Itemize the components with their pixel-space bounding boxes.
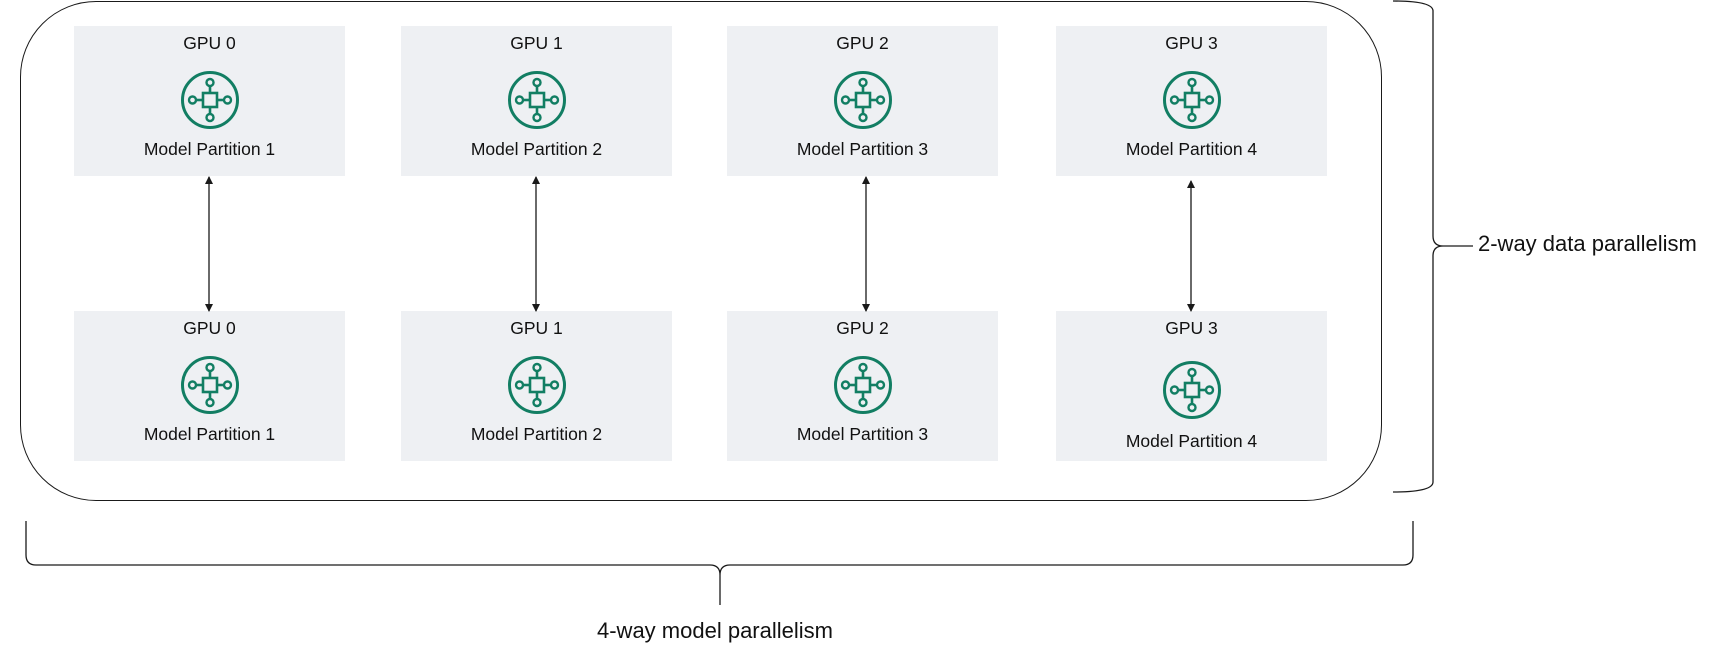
gpu-card-row1-gpu2: GPU 2 Model Partition 3 (727, 26, 998, 176)
gpu-card-row2-gpu0: GPU 0 Model Partition 1 (74, 311, 345, 461)
gpu-label: GPU 3 (1165, 318, 1218, 338)
model-parallelism-label: 4-way model parallelism (597, 618, 833, 643)
gpu-card-row2-gpu3: GPU 3 Model Partition 4 (1056, 311, 1327, 461)
partition-label: Model Partition 4 (1125, 139, 1258, 159)
partition-label: Model Partition 2 (470, 424, 603, 444)
gpu-card-row2-gpu1: GPU 1 Model Partition 2 (401, 311, 672, 461)
gpu-label: GPU 2 (836, 318, 889, 338)
gpu-label: GPU 0 (183, 318, 236, 338)
gpu-label: GPU 1 (510, 33, 563, 53)
gpu-card-row1-gpu3: GPU 3 Model Partition 4 (1056, 26, 1327, 176)
gpu-card-row1-gpu1: GPU 1 Model Partition 2 (401, 26, 672, 176)
partition-label: Model Partition 1 (143, 139, 276, 159)
partition-label: Model Partition 3 (796, 139, 929, 159)
gpu-label: GPU 1 (510, 318, 563, 338)
gpu-card-row2-gpu2: GPU 2 Model Partition 3 (727, 311, 998, 461)
gpu-label: GPU 3 (1165, 33, 1218, 53)
partition-label: Model Partition 3 (796, 424, 929, 444)
model-parallelism-brace (25, 521, 1414, 605)
gpu-card-row1-gpu0: GPU 0 Model Partition 1 (74, 26, 345, 176)
partition-label: Model Partition 2 (470, 139, 603, 159)
partition-label: Model Partition 1 (143, 424, 276, 444)
data-parallelism-brace (1392, 0, 1473, 493)
partition-label: Model Partition 4 (1125, 431, 1258, 451)
gpu-label: GPU 2 (836, 33, 889, 53)
gpu-label: GPU 0 (183, 33, 236, 53)
data-parallelism-label: 2-way data parallelism (1478, 231, 1697, 256)
